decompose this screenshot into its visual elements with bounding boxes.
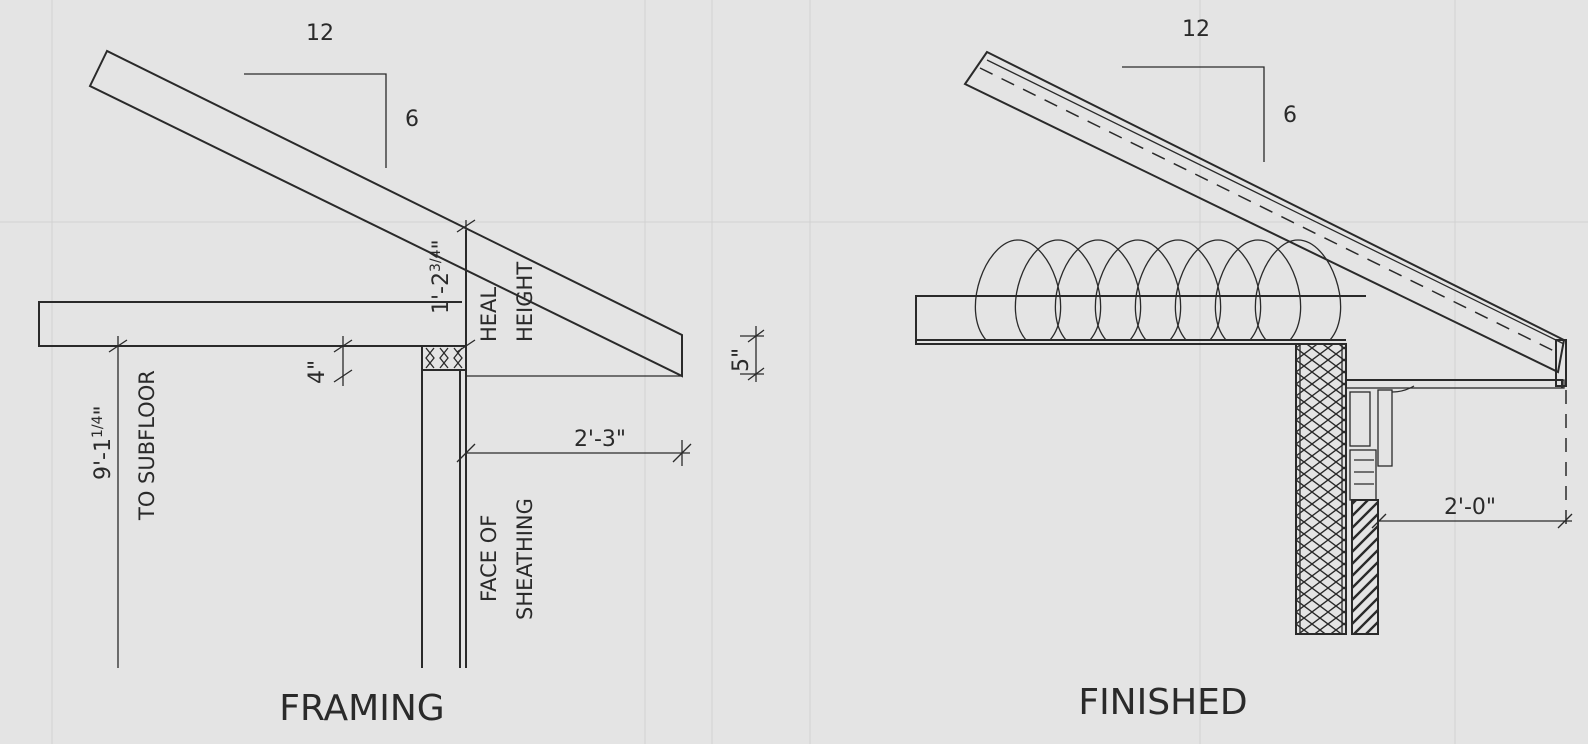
finished-detail: 12 6: [915, 17, 1573, 723]
wall-height-fraction: 1/4: [90, 415, 106, 438]
framing-overhang-dimension: 2'-3": [456, 427, 692, 466]
plate-height-dimension: 4": [305, 336, 353, 386]
svg-text:1'-23/4": 1'-23/4": [428, 239, 454, 314]
sheathing-label-line2: SHEATHING: [513, 498, 537, 620]
framing-ceiling-joist: [38, 301, 462, 347]
fascia-height-value: 5": [729, 348, 754, 372]
framing-overhang-value: 2'-3": [574, 427, 626, 452]
finished-overhang-value: 2'-0": [1444, 495, 1496, 520]
heel-height-label-line2: HEIGHT: [513, 262, 537, 342]
heel-height-dimension: 1'-23/4" HEAL HEIGHT: [428, 219, 537, 353]
heel-height-value: 1'-2: [429, 272, 454, 314]
fascia-board: [1555, 339, 1567, 387]
heel-height-inch-mark: ": [429, 239, 454, 249]
wall-height-inch-mark: ": [91, 405, 116, 415]
finished-rafter: [963, 50, 1566, 374]
brick-veneer: [1345, 344, 1379, 635]
plate-height-value: 4": [305, 360, 330, 384]
wall-height-value: 9'-1: [91, 438, 116, 480]
finished-ceiling-joist: [915, 295, 1366, 345]
framing-detail: 12 6 1'-23/4" HEAL HEIGHT: [38, 21, 765, 729]
framing-pitch-rise: 6: [405, 107, 419, 132]
svg-text:9'-11/4": 9'-11/4": [90, 405, 116, 480]
finished-title: FINISHED: [1078, 682, 1247, 723]
fascia-height-dimension: 5": [729, 326, 765, 382]
sheathing-label-line1: FACE OF: [477, 515, 501, 602]
framing-pitch-indicator: 12 6: [244, 21, 419, 168]
batt-insulation: [974, 239, 1342, 341]
framing-pitch-run: 12: [306, 21, 334, 46]
heel-height-fraction: 3/4: [428, 249, 444, 272]
finished-pitch-rise: 6: [1283, 103, 1297, 128]
finished-pitch-indicator: 12 6: [1122, 17, 1297, 162]
soffit-trim: [1345, 339, 1567, 501]
finished-wall: [1295, 343, 1347, 635]
heel-height-label-line1: HEAL: [477, 287, 501, 342]
wall-height-dimension: 9'-11/4" TO SUBFLOOR: [90, 336, 159, 668]
finished-overhang-dimension: 2'-0": [1371, 390, 1573, 529]
wall-height-label: TO SUBFLOOR: [135, 370, 159, 521]
finished-pitch-run: 12: [1182, 17, 1210, 42]
framing-title: FRAMING: [279, 688, 444, 729]
framing-top-plate: [421, 345, 467, 371]
